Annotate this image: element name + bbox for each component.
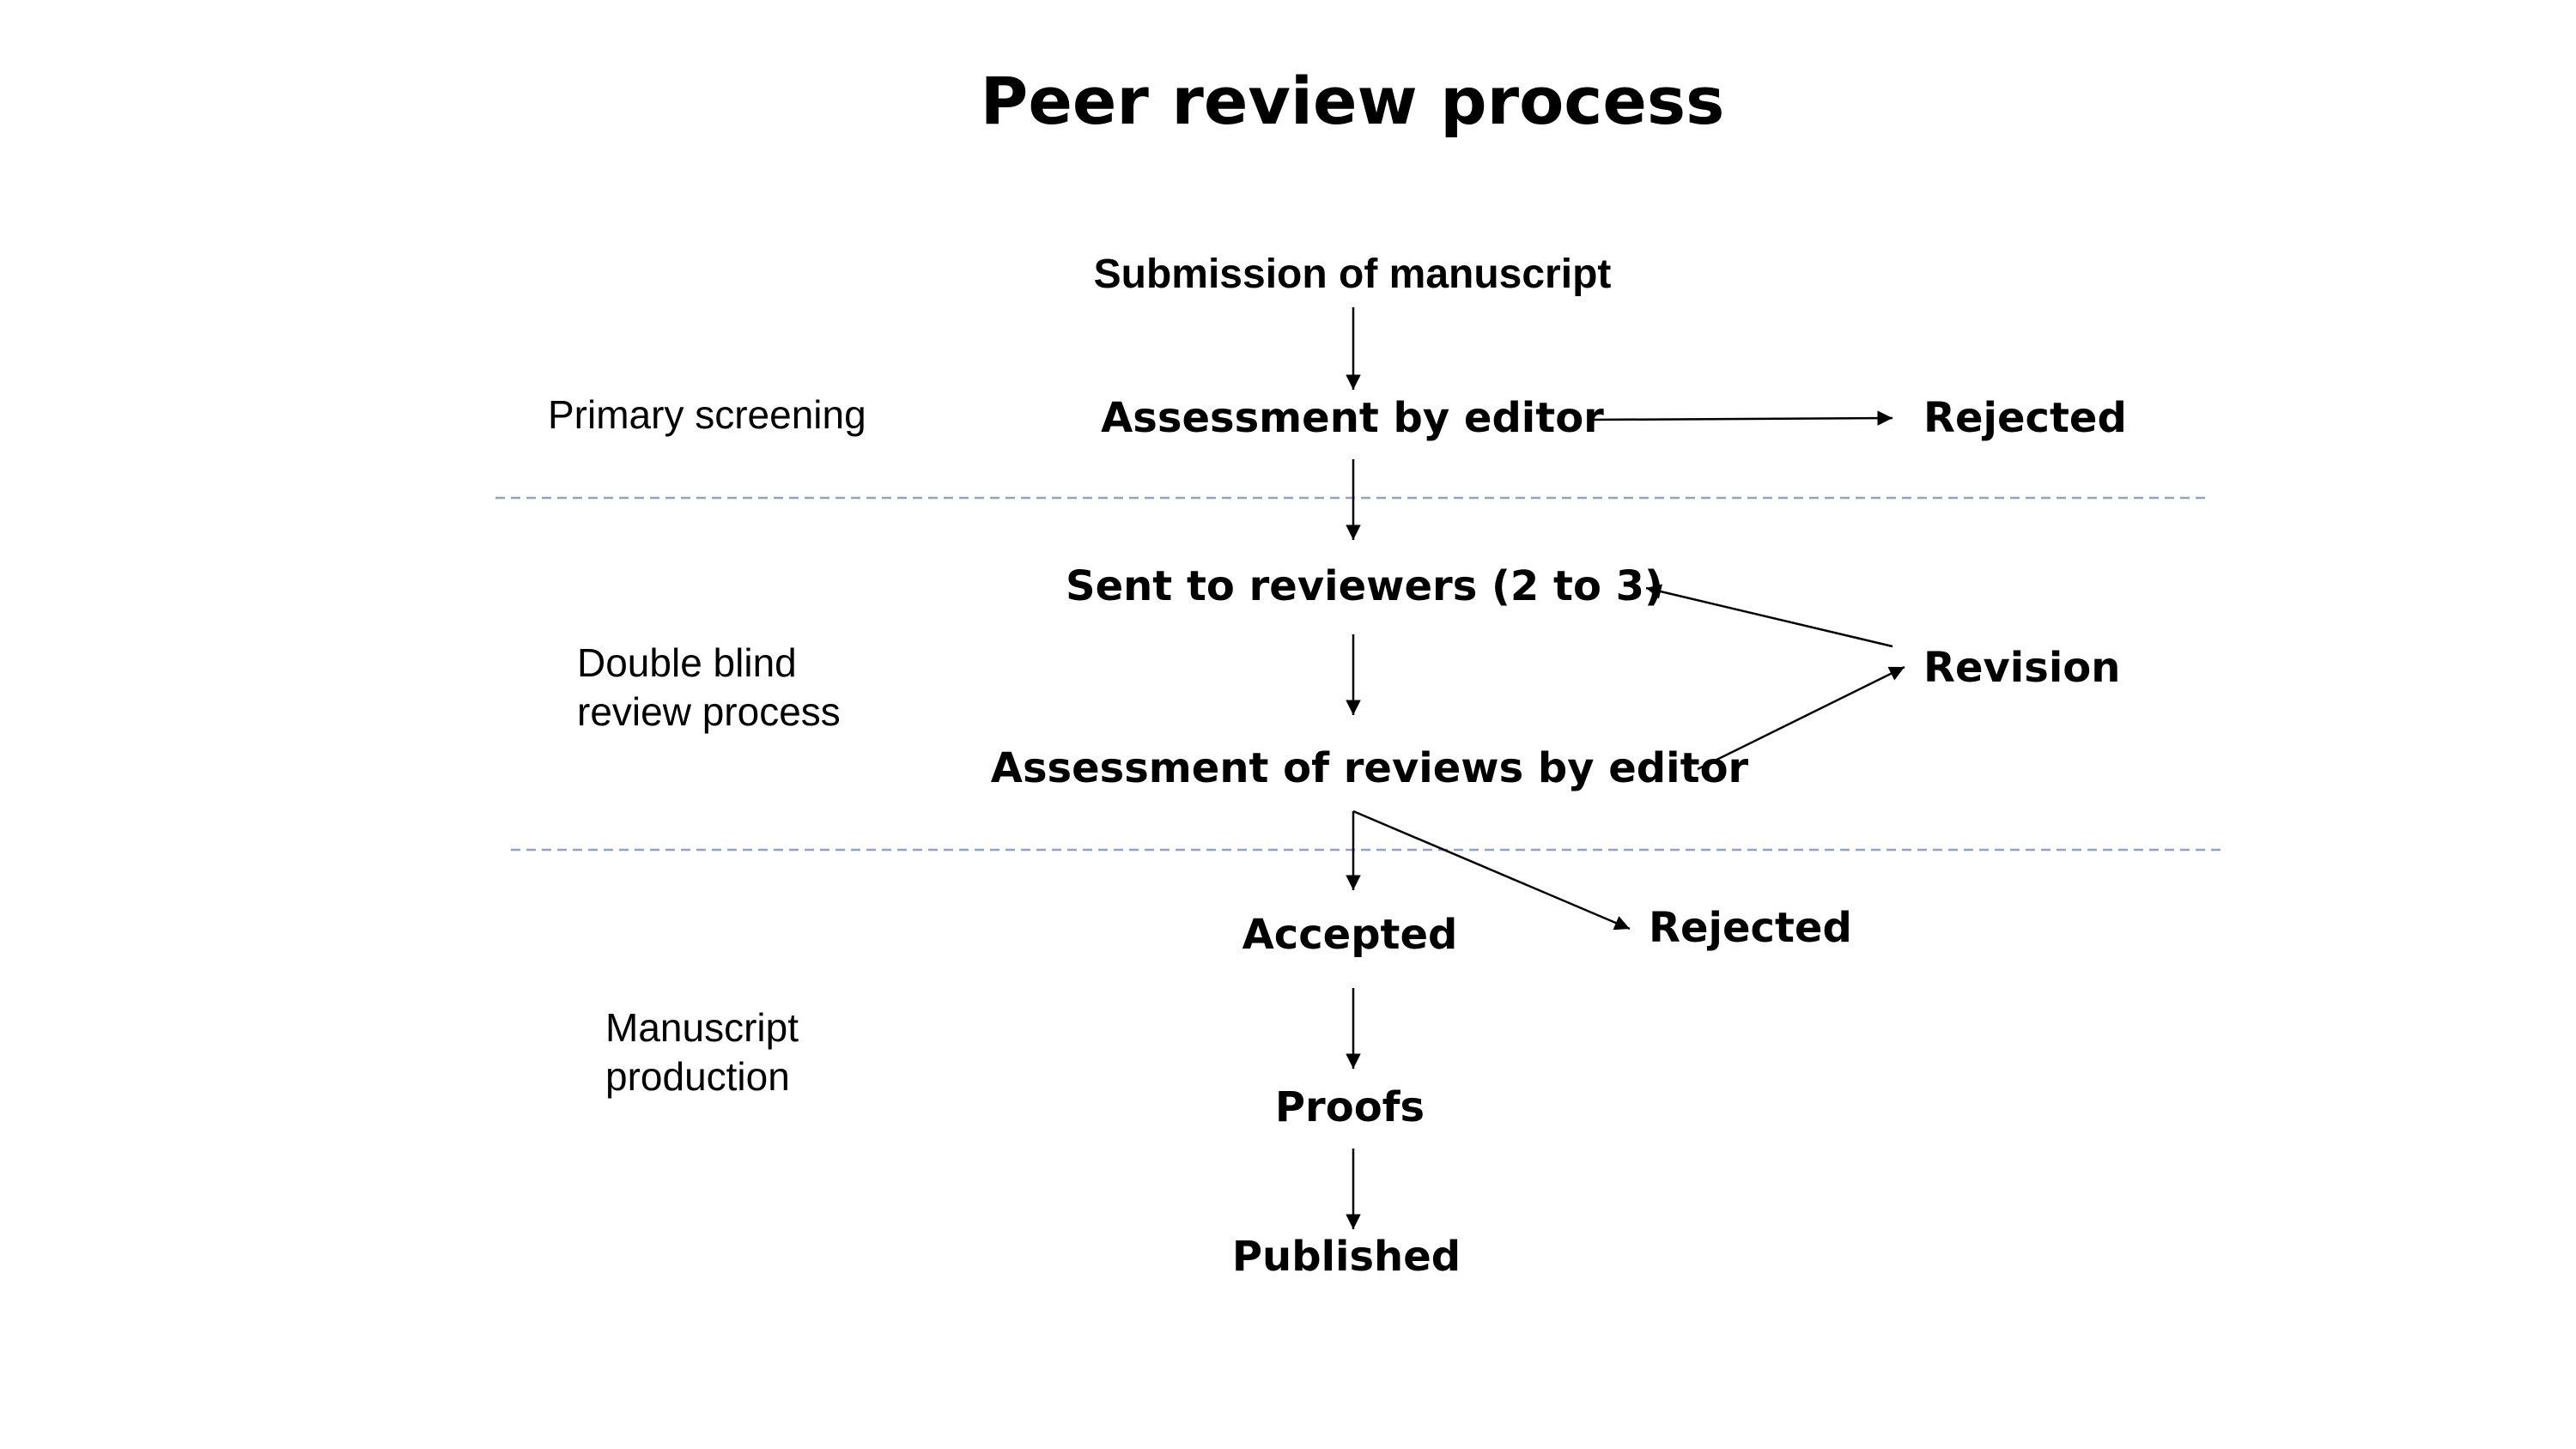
node-assessment-by-editor: Assessment by editor	[1101, 394, 1604, 442]
arrow-assessment-reviews-to-revision	[1697, 665, 1905, 771]
stage-label-primary-screening: Primary screening	[548, 392, 866, 437]
arrow-assessment-to-rejected	[1588, 410, 1893, 426]
arrow-assessment-reviews-to-rejected	[1352, 809, 1631, 931]
node-proofs: Proofs	[1274, 1083, 1425, 1131]
arrow-revision-to-reviewers	[1645, 584, 1893, 648]
stage-label-production: Manuscript production	[605, 1003, 799, 1101]
node-published: Published	[1231, 1233, 1461, 1281]
diagram-title: Peer review process	[980, 63, 1725, 139]
node-accepted: Accepted	[1242, 911, 1458, 959]
node-rejected-primary: Rejected	[1923, 394, 2127, 442]
node-submission: Submission of manuscript	[1093, 252, 1612, 297]
stage-label-production-line-2: production	[605, 1054, 790, 1099]
node-revision: Revision	[1923, 644, 2121, 692]
node-sent-to-reviewers: Sent to reviewers (2 to 3)	[1066, 562, 1663, 610]
stage-label-double-blind-line-1: Double blind	[577, 640, 797, 685]
stage-label-double-blind-line-2: review process	[577, 689, 841, 734]
stage-label-double-blind: Double blind review process	[577, 639, 841, 737]
node-rejected-review: Rejected	[1649, 904, 1852, 952]
node-assessment-of-reviews: Assessment of reviews by editor	[990, 744, 1749, 792]
stage-label-production-line-1: Manuscript	[605, 1005, 799, 1050]
